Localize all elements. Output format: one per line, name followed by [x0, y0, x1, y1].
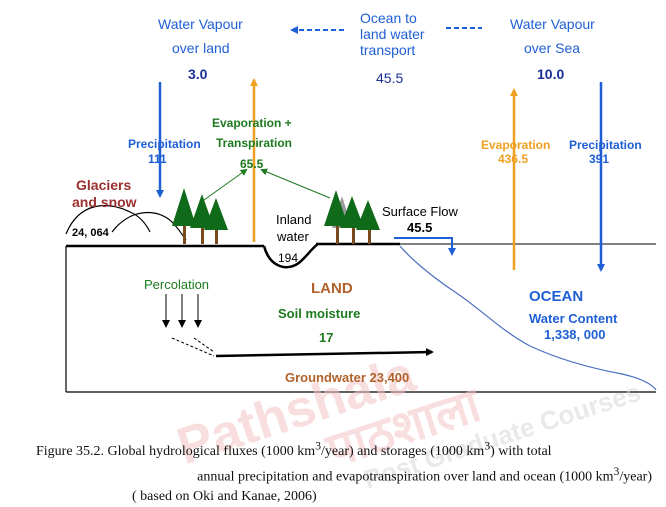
land-precipitation-label: Precipitation [128, 137, 201, 151]
transpiration-arrow-left [203, 168, 248, 201]
land-precipitation-value: 111 [148, 152, 167, 166]
inland-water-label-2: water [277, 229, 309, 244]
glaciers-value: 24, 064 [72, 227, 109, 239]
transport-line-3: transport [360, 42, 416, 58]
surface-flow-value: 45.5 [407, 220, 433, 235]
glaciers-label-2: and snow [72, 194, 137, 210]
water-content-value: 1,338, 000 [544, 327, 606, 342]
sea-vapour-title: Water Vapour [510, 16, 595, 32]
sea-vapour-value: 10.0 [537, 66, 565, 82]
transport-value: 45.5 [376, 70, 404, 86]
evapotranspiration-line-2: Transpiration [216, 136, 293, 150]
percolation-arrows [162, 294, 202, 328]
ocean-evaporation-label: Evaporation [481, 138, 551, 152]
inland-water-depression [262, 242, 319, 269]
caption-line-2: annual precipitation and evapotranspirat… [197, 464, 652, 485]
caption-line-1: Figure 35.2. Global hydrological fluxes … [36, 439, 552, 459]
ocean-evaporation-value: 436.5 [498, 152, 529, 166]
evapotranspiration-value: 65.5 [240, 157, 264, 171]
percolation-label: Percolation [144, 277, 210, 292]
surface-flow-label: Surface Flow [382, 204, 458, 219]
land-vapour-value: 3.0 [188, 66, 208, 82]
groundwater-flow-arrow [171, 337, 434, 358]
ocean-precipitation-value: 391 [589, 152, 610, 166]
land-vapour-subtitle: over land [172, 40, 230, 56]
glacier-mounds [65, 205, 187, 241]
glaciers-label-1: Glaciers [76, 177, 132, 193]
water-content-label: Water Content [529, 311, 618, 326]
caption-line-3: ( based on Oki and Kanae, 2006) [132, 489, 317, 505]
sea-vapour-subtitle: over Sea [524, 40, 581, 56]
soil-moisture-value: 17 [319, 330, 334, 345]
land-vapour-title: Water Vapour [158, 16, 243, 32]
surface-flow-arrow [394, 237, 456, 256]
evapotranspiration-line-1: Evaporation + [212, 116, 292, 130]
figure-caption: Figure 35.2. Global hydrological fluxes … [36, 436, 656, 507]
land-label: LAND [311, 280, 353, 297]
trees-right [324, 190, 380, 244]
inland-water-value: 194 [278, 251, 299, 265]
ocean-label: OCEAN [529, 288, 584, 305]
ground-box [65, 242, 656, 393]
transpiration-arrow-right [260, 168, 331, 199]
coastline [399, 245, 657, 391]
inland-water-label-1: Inland [276, 212, 312, 227]
trees-left [172, 188, 228, 244]
transport-line-2: land water [360, 26, 425, 42]
transport-line-1: Ocean to [360, 10, 417, 26]
groundwater-label: Groundwater 23,400 [285, 370, 410, 385]
soil-moisture-label: Soil moisture [278, 306, 361, 321]
ocean-precipitation-label: Precipitation [569, 138, 642, 152]
